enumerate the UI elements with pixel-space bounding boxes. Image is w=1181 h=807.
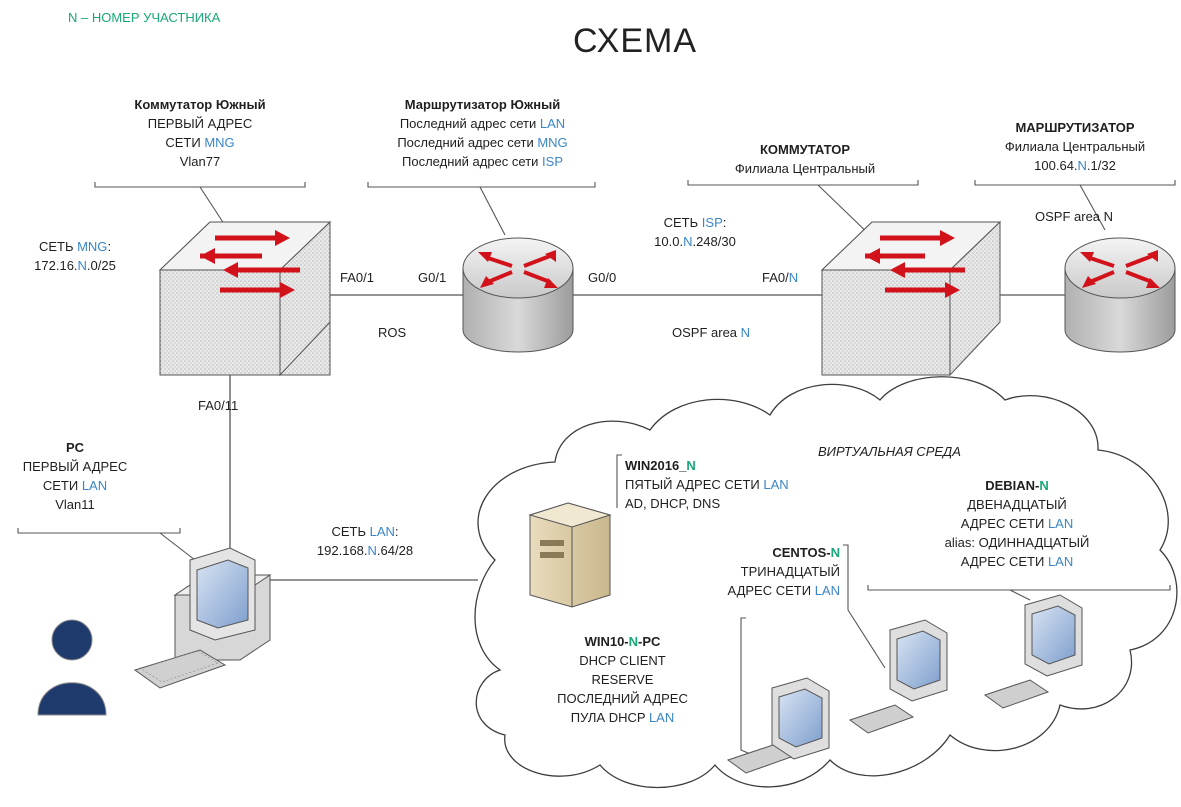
- legend-text: N – НОМЕР УЧАСТНИКА: [68, 10, 221, 25]
- port-fa0-1: FA0/1: [340, 270, 374, 285]
- monitor-debian-icon: [983, 594, 1083, 709]
- port-g0-0: G0/0: [588, 270, 617, 285]
- callout-debian: [867, 585, 1171, 601]
- pc-workstation-icon: [133, 547, 272, 689]
- router-branch-ospf: OSPF area N: [1035, 209, 1114, 224]
- callout-centos: [843, 544, 886, 669]
- callout-win2016: [616, 454, 622, 508]
- switch-branch-label: КОММУТАТОР Филиала Центральный: [734, 142, 876, 176]
- router-branch-icon: [1064, 237, 1176, 353]
- debian-label: DEBIAN-N ДВЕНАДЦАТЫЙ АДРЕС СЕТИ LAN alia…: [944, 478, 1090, 569]
- port-g0-1: G0/1: [418, 270, 447, 285]
- switch-south-label: Коммутатор Южный ПЕРВЫЙ АДРЕС СЕТИ MNG V…: [134, 97, 266, 169]
- network-lan-label: СЕТЬ LAN: 192.168.N.64/28: [316, 524, 414, 558]
- link-ospf-label: OSPF area N: [672, 325, 751, 340]
- centos-label: CENTOS-N ТРИНАДЦАТЫЙ АДРЕС СЕТИ LAN: [727, 545, 840, 598]
- switch-branch-icon: [820, 220, 1002, 377]
- port-fa0-11: FA0/11: [198, 398, 239, 413]
- callout-pc: [17, 528, 196, 561]
- user-icon: [37, 619, 107, 716]
- win2016-label: WIN2016_N ПЯТЫЙ АДРЕС СЕТИ LAN AD, DHCP,…: [625, 458, 789, 511]
- callout-router-south: [367, 182, 596, 236]
- link-ros-label: ROS: [378, 325, 407, 340]
- router-south-icon: [462, 237, 574, 353]
- monitor-centos-icon: [848, 619, 948, 734]
- win10-label: WIN10-N-PC DHCP CLIENT RESERVE ПОСЛЕДНИЙ…: [557, 634, 688, 725]
- router-branch-label: МАРШРУТИЗАТОР Филиала Центральный 100.64…: [1004, 120, 1146, 173]
- callout-router-branch: [974, 180, 1176, 231]
- monitor-win10-icon: [726, 677, 830, 774]
- network-isp-label: СЕТЬ ISP: 10.0.N.248/30: [654, 215, 736, 249]
- virtual-environment-cloud: [474, 376, 1178, 789]
- network-mng-label: СЕТЬ MNG: 172.16.N.0/25: [34, 239, 116, 273]
- switch-south-icon: [158, 220, 332, 377]
- pc-label: PC ПЕРВЫЙ АДРЕС СЕТИ LAN Vlan11: [22, 440, 128, 512]
- port-fa0-n: FA0/N: [762, 270, 799, 285]
- diagram-title: СХЕМА: [573, 22, 697, 60]
- router-south-label: Маршрутизатор Южный Последний адрес сети…: [397, 97, 568, 169]
- virtual-environment-label: ВИРТУАЛЬНАЯ СРЕДА: [818, 444, 961, 459]
- server-icon: [528, 502, 612, 608]
